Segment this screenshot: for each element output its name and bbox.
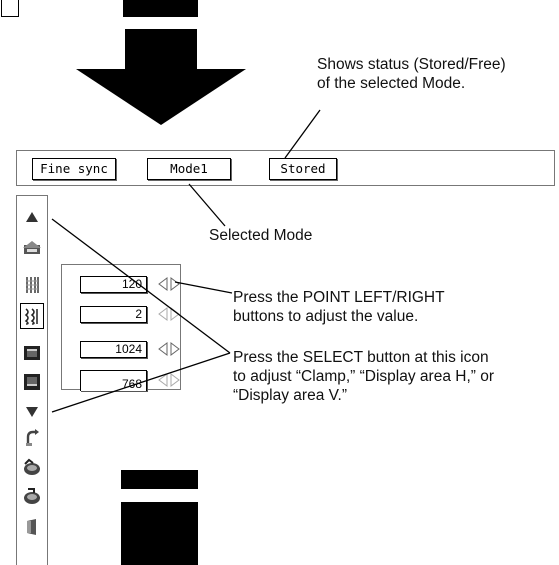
left-right-arrows-icon[interactable] [158,307,180,321]
fine-sync-field: Fine sync [32,158,116,180]
menu-bar: Fine sync Mode1 Stored [16,150,555,186]
bottom-black-bar [121,502,198,565]
left-right-arrows-icon[interactable] [158,373,180,387]
exit-icon[interactable] [20,515,44,539]
value-field[interactable]: 2 [80,306,147,323]
vertical-icon[interactable] [20,370,44,394]
value-field[interactable]: 120 [80,276,147,293]
select-icon-annotation: Press the SELECT button at this icon to … [233,349,494,404]
horizontal-icon[interactable] [20,341,44,365]
menu-sidebar [16,195,48,565]
status-annotation: Shows status (Stored/Free) of the select… [317,56,506,92]
bottom-black-bar [121,470,198,489]
down-arrow-icon[interactable] [20,400,44,424]
point-adjust-annotation: Press the POINT LEFT/RIGHT buttons to ad… [233,289,445,325]
big-down-arrow-icon [76,29,246,125]
corner-box [1,0,19,17]
fine-sync-icon[interactable] [20,273,44,297]
up-arrow-icon[interactable] [20,205,44,229]
reset-icon[interactable] [20,426,44,450]
selected-mode-annotation: Selected Mode [209,227,313,244]
top-black-bar [123,0,198,17]
status-field: Stored [269,158,337,180]
store-icon[interactable] [20,484,44,508]
total-dots-icon[interactable] [20,303,44,329]
left-right-arrows-icon[interactable] [158,277,180,291]
mode-free-icon[interactable] [20,455,44,479]
value-field[interactable]: 1024 [80,341,147,358]
auto-pc-adjust-icon[interactable] [20,236,44,260]
left-right-arrows-icon[interactable] [158,342,180,356]
mode-field[interactable]: Mode1 [147,158,231,180]
